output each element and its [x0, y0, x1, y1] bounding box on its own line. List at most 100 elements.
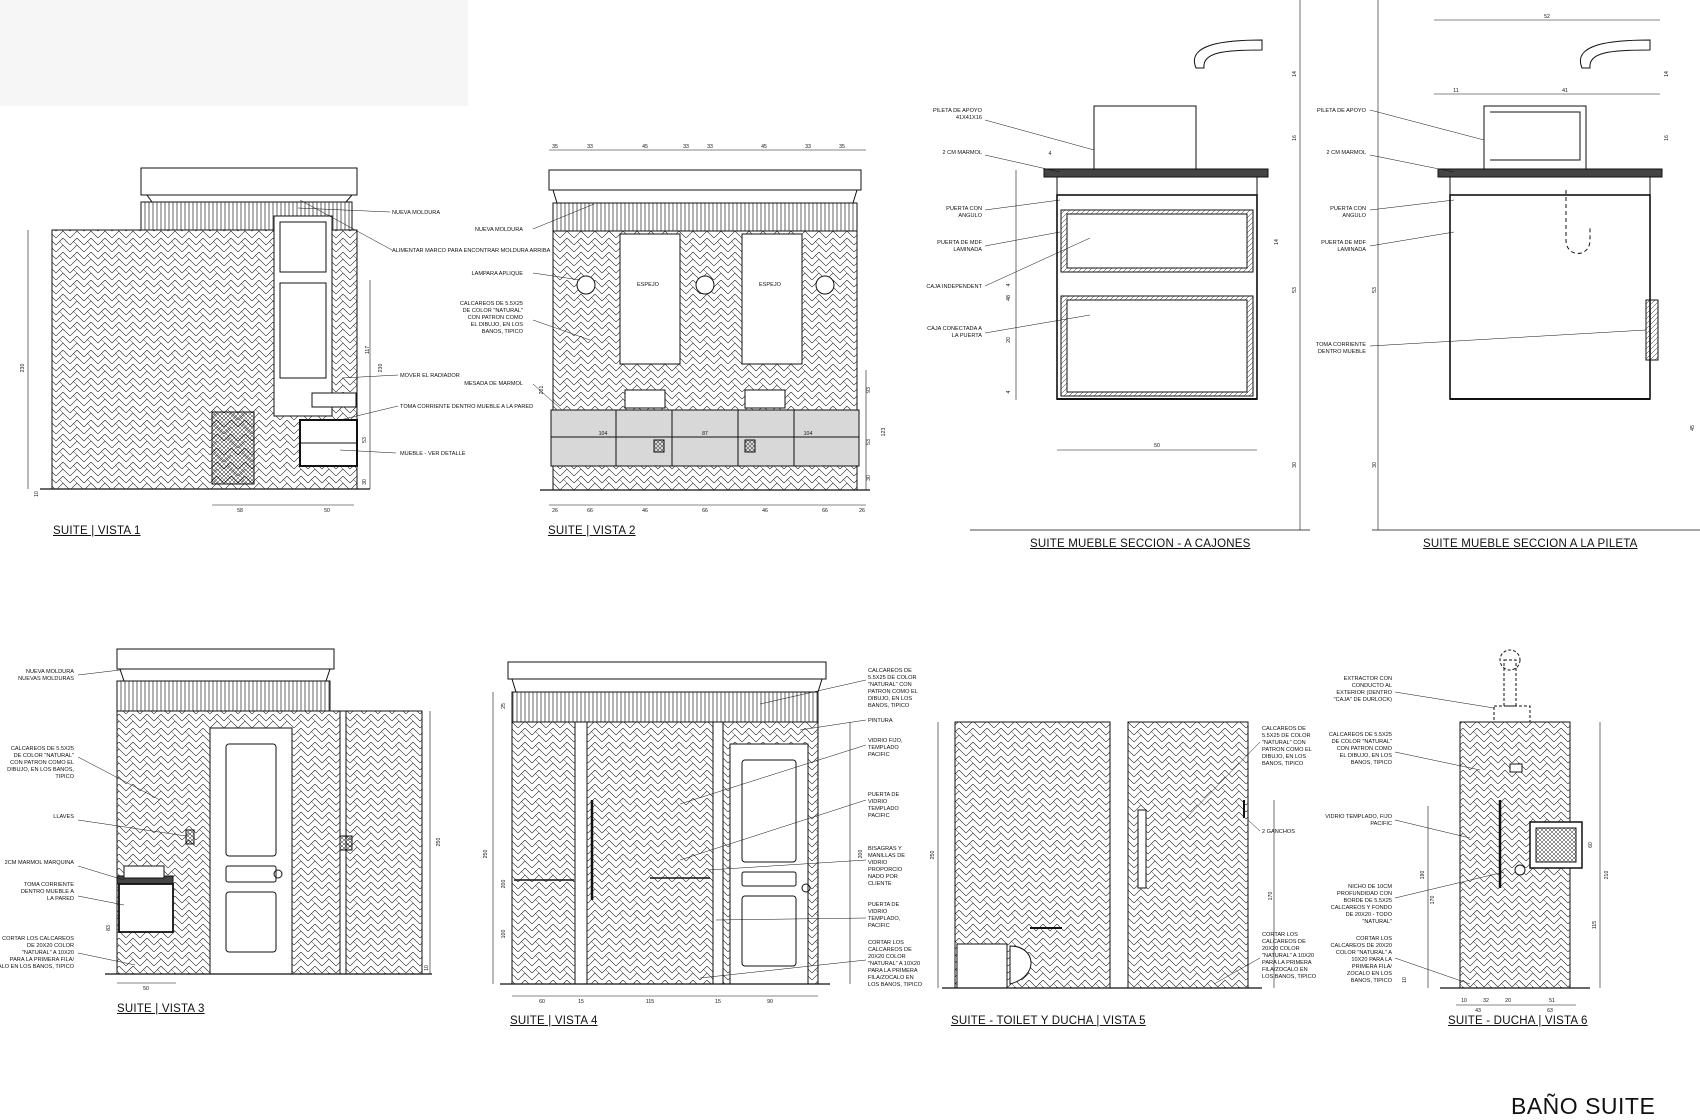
annotation-note: CALCAREOS Y FONDO	[1331, 905, 1393, 911]
annotation-note: EXTRACTOR CON	[1344, 676, 1392, 682]
dimension-label: 104	[599, 431, 608, 437]
annotation-note: EL DIBUJO, EN LOS	[471, 322, 524, 328]
vista-3	[77, 648, 432, 984]
annotation-note: "NATURAL" A 10X20	[22, 950, 74, 956]
dimension-label: 4	[1006, 283, 1012, 286]
dimension-label: 170	[1430, 896, 1436, 905]
dimension-label: 14	[1274, 239, 1280, 245]
dimension-label: 50	[324, 508, 330, 514]
annotation-note: TEMPLADO	[868, 745, 899, 751]
annotation-note: 2 CM MARMOL	[943, 150, 982, 156]
dimension-label: 117	[365, 346, 371, 354]
annotation-note: DIBUJO, EN LOS	[1262, 754, 1306, 760]
annotation-note: CALCAREOS DE 5.5X25	[11, 746, 74, 752]
annotation-note: DENTRO MUEBLE A	[21, 889, 74, 895]
dimension-label: 51	[1549, 998, 1555, 1004]
annotation-note: 5.5X25 DE COLOR	[1262, 733, 1311, 739]
dimension-label: 52	[1544, 14, 1550, 20]
dimension-label: 16	[1292, 135, 1298, 141]
vista-2	[532, 149, 870, 506]
annotation-note: CALCAREOS DE	[1262, 726, 1306, 732]
dimension-label: 16	[1664, 135, 1670, 141]
annotation-note: PACIFIC	[868, 923, 890, 929]
annotation-note: NADO POR	[868, 874, 898, 880]
dimension-label: 250	[930, 851, 936, 860]
dimension-label: 210	[1604, 871, 1610, 880]
dimension-label: 25	[501, 703, 507, 709]
dimension-label: 115	[646, 999, 654, 1005]
dimension-label: 10	[34, 491, 40, 497]
annotation-note: BANOS, TIPICO	[1262, 761, 1304, 767]
annotation-note: LLAVES	[53, 814, 74, 820]
annotation-note: TOMA CORRIENTE	[24, 882, 75, 888]
annotation-note: BANOS, TIPICO	[1351, 978, 1393, 984]
dimension-label: 53	[1292, 287, 1298, 293]
vista-5	[937, 721, 1275, 989]
dimension-label: 35	[552, 144, 558, 150]
annotation-note: PILETA DE APOYO	[1317, 108, 1367, 114]
annotation-note: LOS BANOS, TIPICO	[1262, 974, 1317, 980]
annotation-note: CALCAREOS DE 5.5X25	[460, 301, 523, 307]
dimension-label: 26	[552, 508, 558, 514]
dimension-label: 43	[1475, 1008, 1481, 1014]
vista-4	[492, 661, 867, 997]
annotation-note: DE COLOR "NATURAL"	[14, 753, 74, 759]
dimension-label: 35	[839, 144, 845, 150]
dimension-label: 46	[762, 508, 768, 514]
annotation-note: "NATURAL" CON	[868, 682, 912, 688]
annotation-note: 2 GANCHOS	[1262, 829, 1295, 835]
annotation-note: CON PATRON COMO	[468, 315, 524, 321]
dimension-label: 48	[1006, 295, 1012, 301]
annotation-note: CORTAR LOS	[1262, 932, 1298, 938]
annotation-note: PATRON COMO EL	[868, 689, 918, 695]
dimension-label: 90	[767, 999, 773, 1005]
annotation-note: BISAGRAS Y	[868, 846, 902, 852]
annotation-note: 10X20 PARA LA	[1351, 957, 1392, 963]
dimension-label: 20	[1006, 337, 1012, 343]
annotation-note: PACIFIC	[868, 813, 890, 819]
dimension-label: 14	[1292, 71, 1298, 77]
annotation-note: BORDE DE 5.5X25	[1343, 898, 1392, 904]
annotation-note: 2 CM MARMOL	[1327, 150, 1366, 156]
annotation-note: TEMPLADO	[868, 806, 899, 812]
annotation-note: BANOS, TIPICO	[1351, 760, 1393, 766]
dimension-label: 45	[761, 144, 767, 150]
dimension-label: 33	[683, 144, 689, 150]
dimension-label: 170	[1268, 892, 1274, 901]
view-title-vista-5: SUITE - TOILET Y DUCHA | VISTA 5	[951, 1015, 1146, 1027]
annotation-note: PUERTA CON	[946, 206, 982, 212]
annotation-note: "NATURAL" A 10X20	[868, 961, 920, 967]
dimension-label: 53	[362, 437, 368, 443]
annotation-note: PARA LA PRIMERA FILA/	[10, 957, 75, 963]
dimension-label: 10	[424, 965, 430, 971]
view-title-mueble-cajones: SUITE MUEBLE SECCION - A CAJONES	[1030, 538, 1251, 550]
dimension-label: 45	[1690, 425, 1696, 431]
mueble-seccion-pileta	[1369, 0, 1700, 531]
sheet-title: BAÑO SUITE	[1511, 1093, 1656, 1119]
annotation-note: LA PUERTA	[952, 333, 983, 339]
annotation-note: NUEVA MOLDURA	[475, 227, 523, 233]
dimension-label: 33	[587, 144, 593, 150]
dimension-label: 33	[805, 144, 811, 150]
annotation-note: EXTERIOR (DENTRO	[1336, 690, 1392, 696]
annotation-note: MUEBLE - VER DETALLE	[400, 451, 466, 457]
dimension-label: 66	[702, 508, 708, 514]
annotation-note: TEMPLADO,	[868, 916, 901, 922]
annotation-note: COLOR "NATURAL" A	[1336, 950, 1392, 956]
dimension-label: 46	[642, 508, 648, 514]
dimension-label: 230	[20, 364, 26, 373]
annotation-note: LAMPARA APLIQUE	[471, 271, 523, 277]
annotation-note: PACIFIC	[868, 752, 890, 758]
annotation-note: 5.5X25 DE COLOR	[868, 675, 917, 681]
dimension-label: 15	[578, 999, 584, 1005]
dimension-label: 63	[1547, 1008, 1553, 1014]
annotation-note: FILA/ZOCALO EN	[868, 975, 914, 981]
annotation-note: DE 20X20 COLOR	[27, 943, 74, 949]
annotation-note: PARA LA PRIMERA	[1262, 960, 1312, 966]
vista-1	[27, 167, 399, 506]
annotation-note: PILETA DE APOYO	[933, 108, 983, 114]
dimension-label: 30	[1372, 462, 1378, 468]
dimension-label: 10	[1402, 977, 1408, 983]
dimension-label: 30	[866, 475, 872, 481]
